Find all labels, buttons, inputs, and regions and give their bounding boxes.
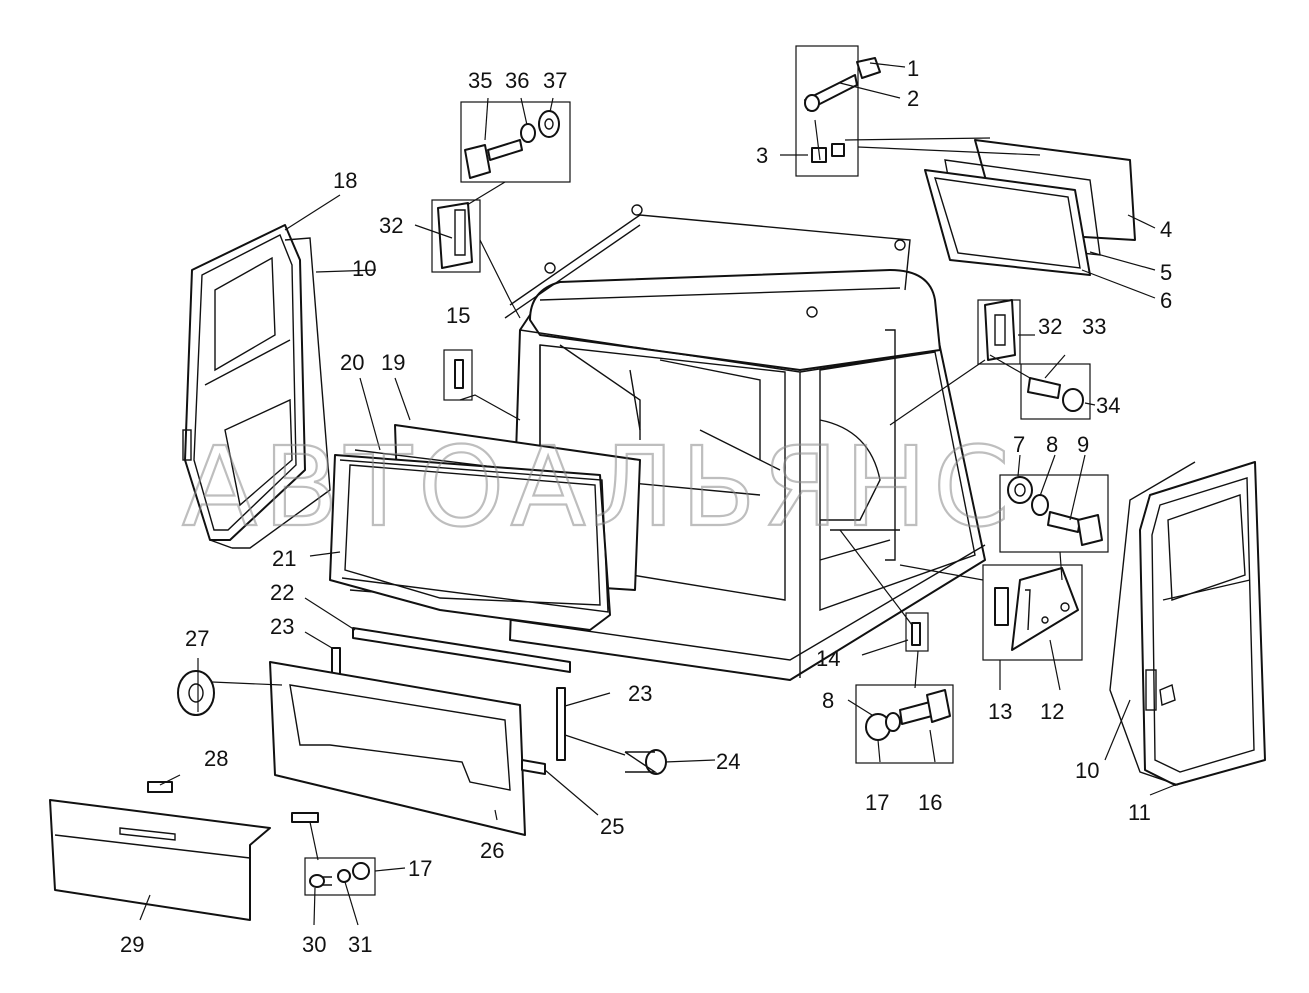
callout-22: 22 bbox=[270, 580, 294, 605]
callout-1: 1 bbox=[907, 56, 919, 81]
callout-32-left: 32 bbox=[379, 213, 403, 238]
striker-12 bbox=[1011, 567, 1079, 651]
callout-37: 37 bbox=[543, 68, 567, 93]
washer-17 bbox=[352, 862, 370, 880]
callout-labels: 1 2 3 4 5 6 7 8 8 9 10 10 11 12 13 14 15… bbox=[120, 56, 1172, 957]
hinge-32-right bbox=[984, 299, 1016, 361]
callout-11: 11 bbox=[1128, 800, 1151, 825]
callout-24: 24 bbox=[716, 749, 740, 774]
callout-17-bottom: 17 bbox=[408, 856, 432, 881]
callout-9: 9 bbox=[1077, 432, 1089, 457]
washer-17-lower bbox=[885, 712, 901, 732]
callout-23-left: 23 bbox=[270, 614, 294, 639]
callout-35: 35 bbox=[468, 68, 492, 93]
leader-lines bbox=[139, 62, 1176, 926]
callout-25: 25 bbox=[600, 814, 624, 839]
callout-32-right: 32 bbox=[1038, 314, 1062, 339]
right-door-seal bbox=[1109, 461, 1196, 786]
bracket-28-lower bbox=[291, 812, 319, 823]
detail-boxes bbox=[304, 45, 1109, 896]
callout-4: 4 bbox=[1160, 217, 1172, 242]
bolt-35 bbox=[464, 139, 523, 179]
callout-3: 3 bbox=[756, 143, 768, 168]
callout-27: 27 bbox=[185, 626, 209, 651]
washer-34 bbox=[1062, 388, 1084, 412]
washer-36 bbox=[520, 123, 536, 143]
washer-3 bbox=[811, 143, 845, 163]
callout-36: 36 bbox=[505, 68, 529, 93]
callout-16: 16 bbox=[918, 790, 942, 815]
bolt-16 bbox=[899, 689, 951, 725]
callout-10-right: 10 bbox=[1075, 758, 1099, 783]
pad-13 bbox=[994, 587, 1009, 626]
bracket-28 bbox=[147, 781, 173, 793]
washer-8 bbox=[1031, 494, 1049, 516]
panel-26 bbox=[269, 661, 526, 836]
callout-8-lower: 8 bbox=[822, 688, 834, 713]
plug-27 bbox=[177, 670, 215, 716]
callout-31: 31 bbox=[348, 932, 372, 957]
strip-25 bbox=[521, 759, 546, 775]
bolt-1-2 bbox=[804, 57, 881, 112]
callout-10-left: 10 bbox=[352, 256, 376, 281]
callout-28: 28 bbox=[204, 746, 228, 771]
washer-37 bbox=[538, 110, 560, 138]
callout-7: 7 bbox=[1013, 432, 1025, 457]
bolt-33 bbox=[1027, 377, 1061, 399]
callout-17-lower-right: 17 bbox=[865, 790, 889, 815]
hinge-32-left bbox=[437, 202, 473, 269]
strip-15 bbox=[454, 359, 464, 389]
left-door bbox=[182, 224, 306, 541]
callout-18: 18 bbox=[333, 168, 357, 193]
bolt-30 bbox=[309, 874, 332, 888]
left-door-seal bbox=[209, 237, 331, 549]
callout-29: 29 bbox=[120, 932, 144, 957]
front-window-frame bbox=[329, 454, 611, 631]
washer-31 bbox=[337, 869, 351, 883]
panel-29 bbox=[49, 799, 271, 921]
callout-19: 19 bbox=[381, 350, 405, 375]
callout-14: 14 bbox=[816, 646, 840, 671]
watermark: АВТОАЛЬЯНС bbox=[182, 423, 1016, 551]
plate-14 bbox=[911, 622, 921, 646]
callout-34: 34 bbox=[1096, 393, 1120, 418]
callout-8-upper: 8 bbox=[1046, 432, 1058, 457]
callout-26: 26 bbox=[480, 838, 504, 863]
callout-13: 13 bbox=[988, 699, 1012, 724]
callout-2: 2 bbox=[907, 86, 919, 111]
callout-21: 21 bbox=[272, 546, 296, 571]
callout-20: 20 bbox=[340, 350, 364, 375]
strip-22 bbox=[352, 627, 571, 673]
callout-30: 30 bbox=[302, 932, 326, 957]
screw-24 bbox=[624, 749, 667, 775]
callout-5: 5 bbox=[1160, 260, 1172, 285]
washer-7 bbox=[1007, 476, 1033, 504]
rear-window-frame bbox=[924, 169, 1091, 276]
callout-33: 33 bbox=[1082, 314, 1106, 339]
callout-23-right: 23 bbox=[628, 681, 652, 706]
callout-12: 12 bbox=[1040, 699, 1064, 724]
strip-23-right bbox=[556, 687, 566, 761]
bolt-9 bbox=[1047, 511, 1103, 546]
right-door bbox=[1139, 461, 1266, 786]
callout-15: 15 bbox=[446, 303, 470, 328]
callout-6: 6 bbox=[1160, 288, 1172, 313]
